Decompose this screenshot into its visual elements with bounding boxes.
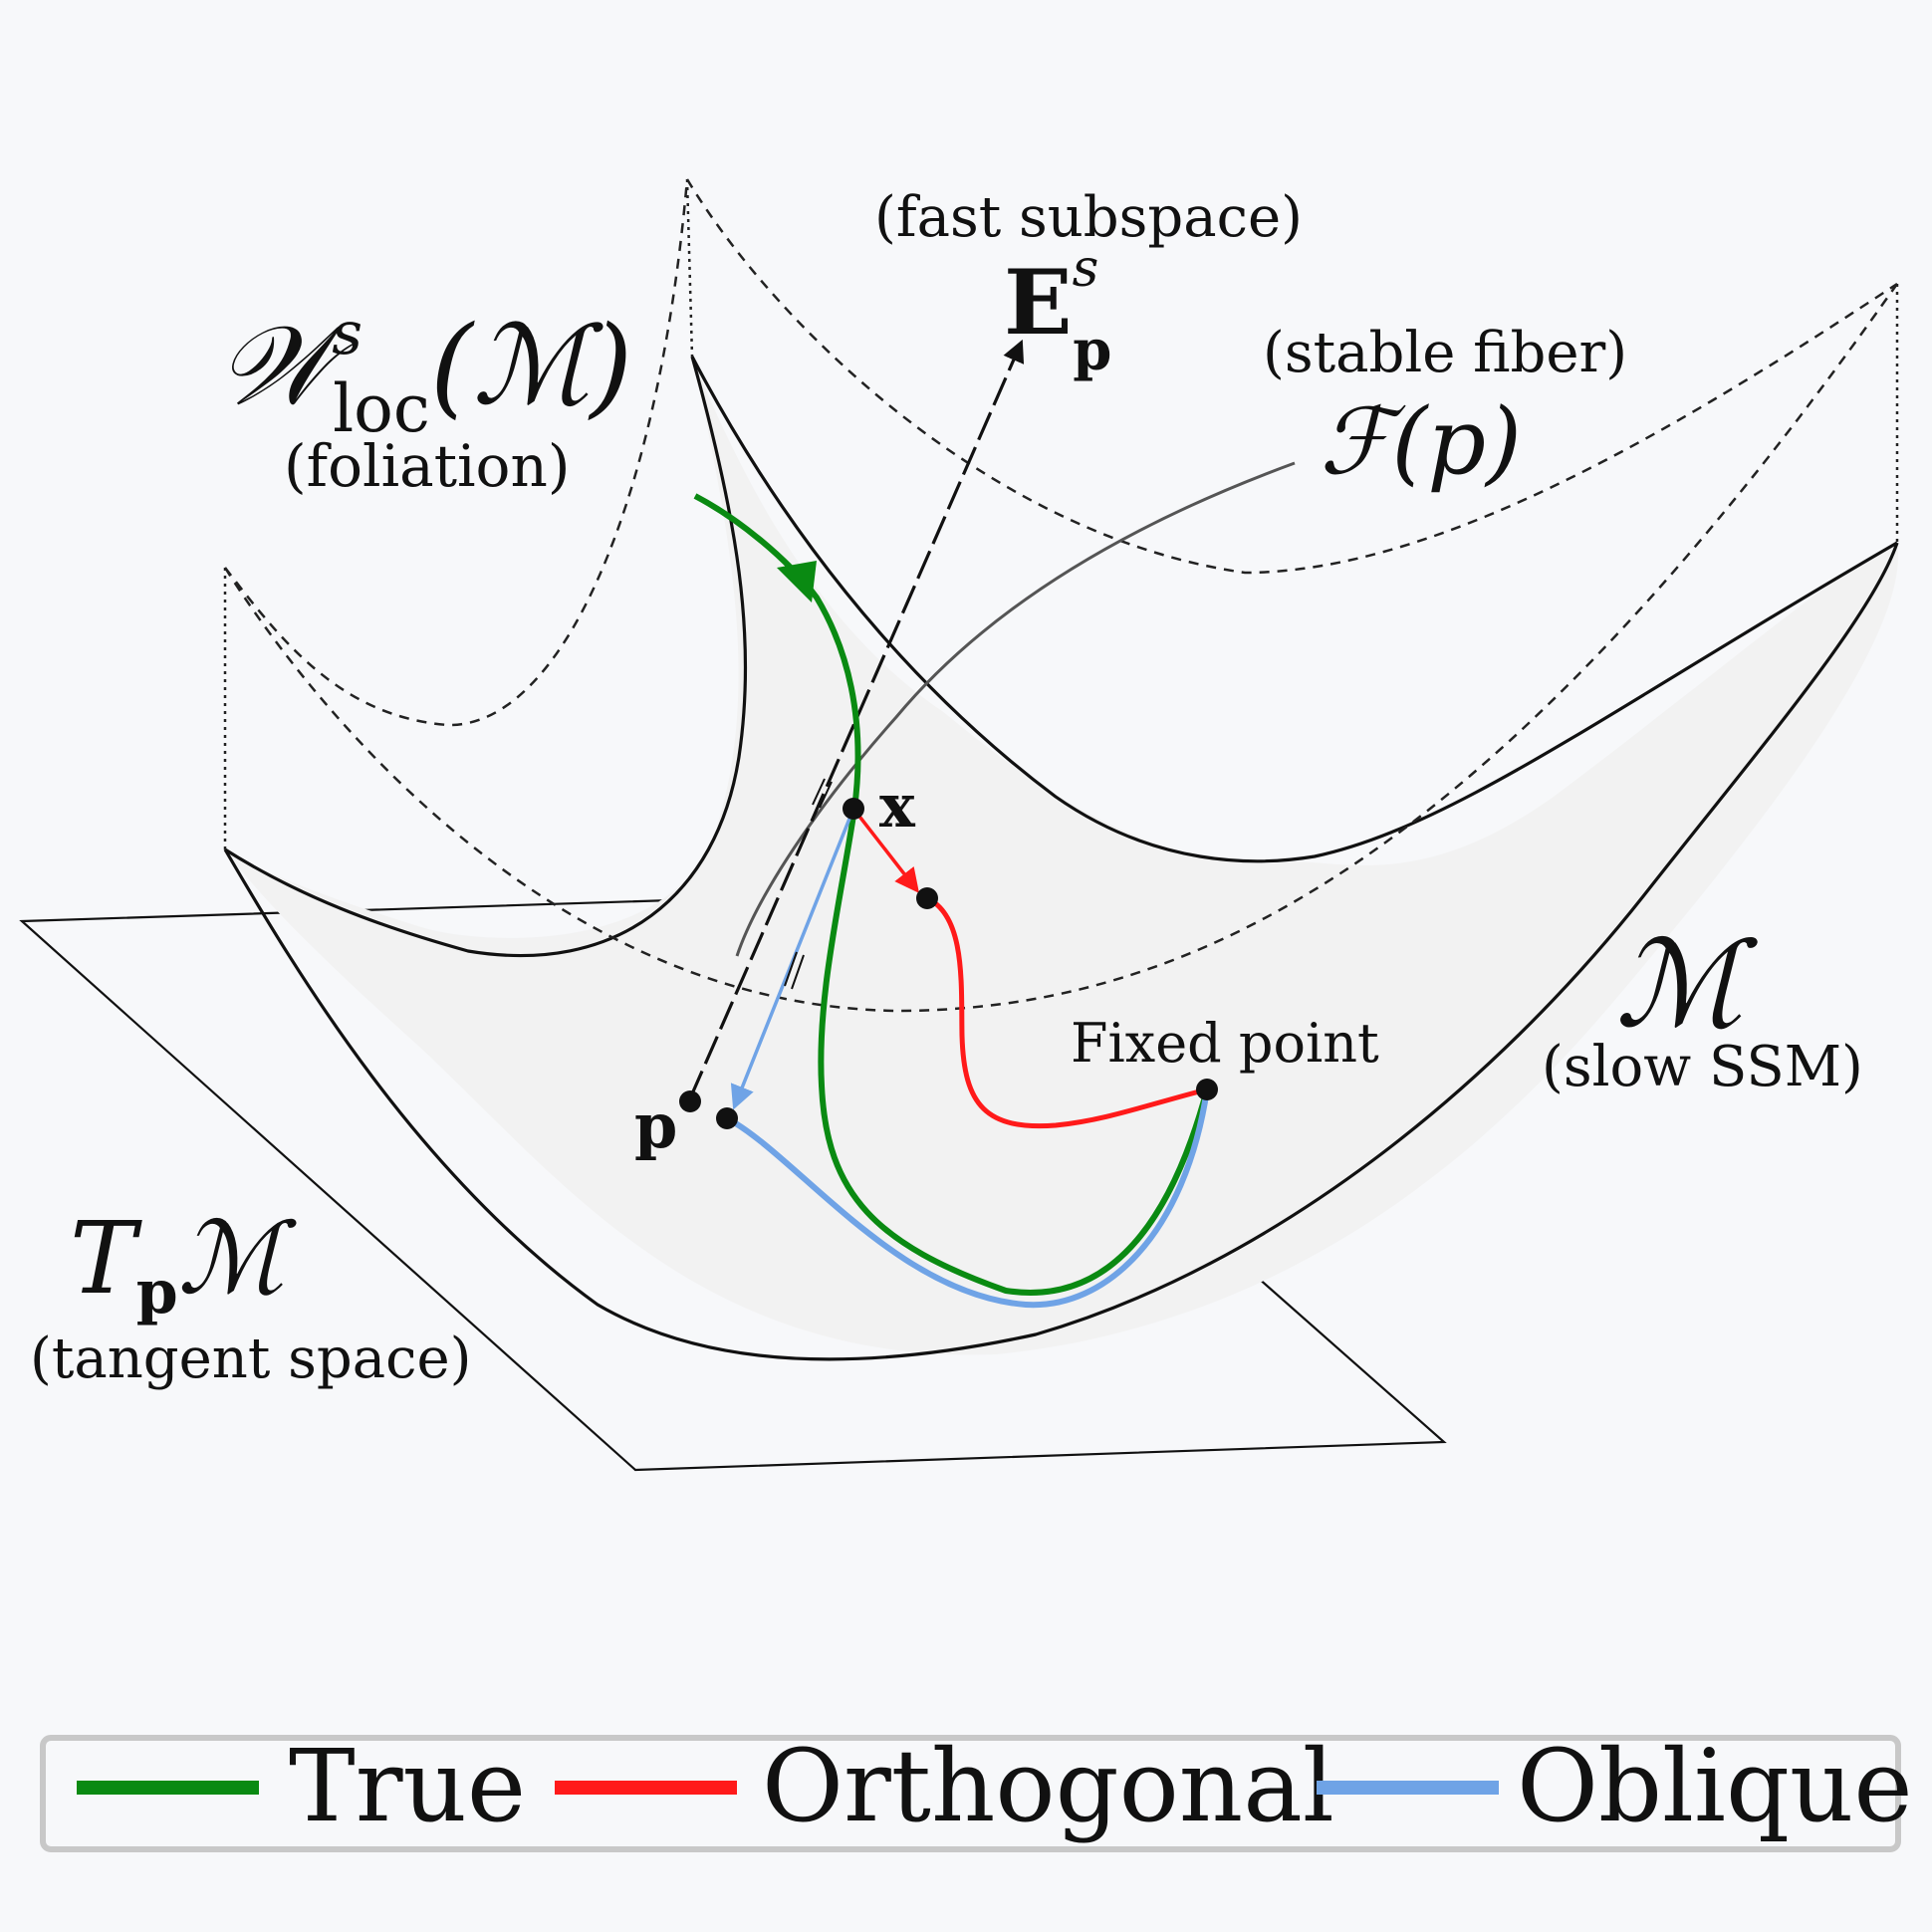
- true-trajectory-arrowhead: [777, 561, 817, 603]
- tangent-space-label: Tpℳ: [70, 1200, 298, 1328]
- legend-orthogonal-label: Orthogonal: [762, 1728, 1334, 1844]
- foliation-caption: (foliation): [284, 432, 570, 500]
- orthogonal-projection-arrow: [851, 807, 920, 893]
- tangent-space-caption: (tangent space): [30, 1327, 472, 1391]
- ssm-outer-edge: [223, 542, 1899, 1361]
- orthogonal-trajectory: [925, 895, 1208, 1129]
- legend-true-label: True: [289, 1728, 526, 1844]
- dotted-vertical-middle: [685, 178, 694, 358]
- foliation-leaf-lower: [223, 283, 1899, 1013]
- fast-subspace-arrow: [688, 339, 1025, 1099]
- stable-fiber-curve: [735, 461, 1296, 957]
- fast-subspace-caption: (fast subspace): [874, 185, 1303, 250]
- point-oblique-projection: [716, 1107, 738, 1129]
- point-x: [843, 798, 864, 820]
- foliation-leaf-left: [224, 178, 689, 727]
- manifold-label: ℳ: [1615, 916, 1759, 1055]
- stable-fiber-caption: (stable fiber): [1263, 321, 1627, 385]
- ssm-surface: [225, 357, 1898, 1355]
- point-x-label: x: [879, 772, 916, 842]
- point-p: [679, 1090, 701, 1112]
- point-p-label: p: [634, 1089, 677, 1162]
- oblique-trajectory: [725, 1088, 1210, 1309]
- point-orthogonal-projection: [916, 887, 938, 909]
- fixed-point-label: Fixed point: [1071, 1012, 1379, 1075]
- foliation-leaf-right: [685, 178, 1898, 575]
- true-trajectory: [693, 493, 1210, 1296]
- tangent-plane: [19, 893, 1447, 1472]
- fixed-point-marker: [1196, 1079, 1218, 1100]
- stable-fiber-label: ℱ(p): [1320, 388, 1522, 495]
- parallel-marks-bottom: [784, 951, 805, 990]
- parallel-marks-top: [812, 778, 833, 809]
- ssm-back-edge: [690, 356, 1898, 863]
- legend-oblique-label: Oblique: [1517, 1728, 1913, 1844]
- legend: True Orthogonal Oblique: [40, 1728, 1913, 1852]
- ssm-inner-edge: [224, 356, 748, 958]
- manifold-caption: (slow SSM): [1542, 1035, 1863, 1099]
